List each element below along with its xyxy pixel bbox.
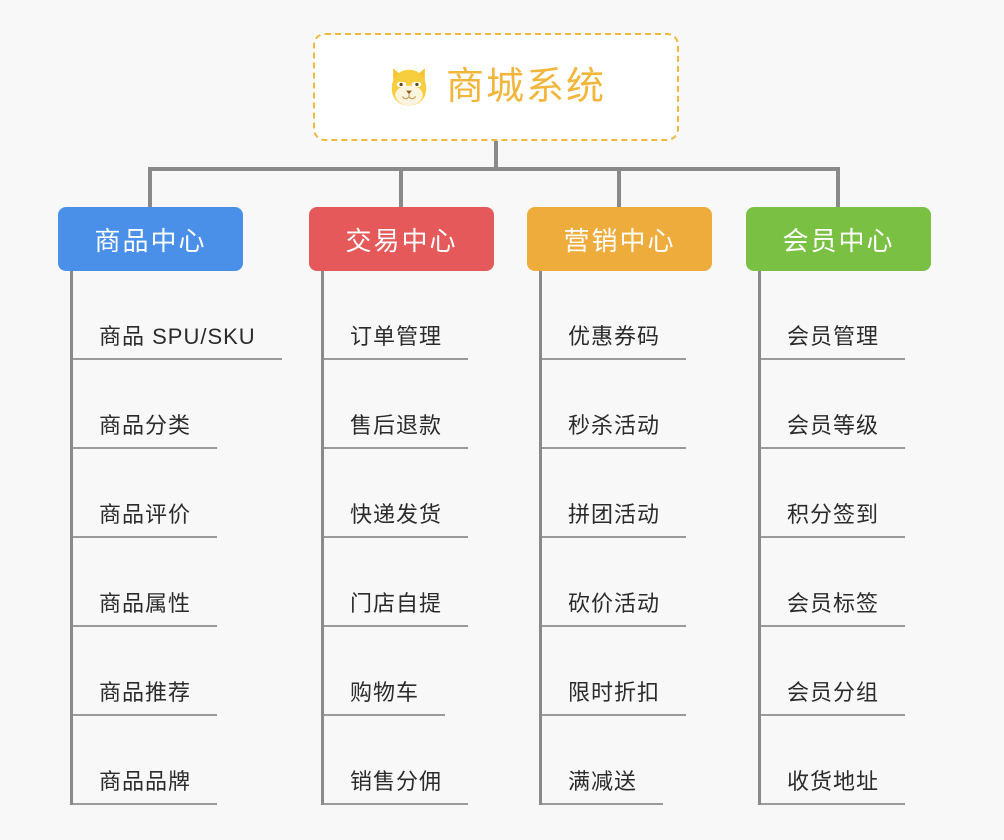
list-item[interactable]: 销售分佣 [324, 716, 494, 805]
list-item[interactable]: 满减送 [542, 716, 712, 805]
leaf-label: 会员标签 [761, 586, 906, 627]
leaf-label: 售后退款 [324, 408, 469, 449]
list-item[interactable]: 商品分类 [73, 360, 243, 449]
leaf-label: 会员管理 [761, 319, 906, 360]
root-title: 商城系统 [445, 66, 606, 108]
leaf-label: 优惠券码 [542, 319, 687, 360]
list-item[interactable]: 会员分组 [761, 627, 931, 716]
leaf-label: 满减送 [542, 764, 664, 805]
list-item[interactable]: 会员标签 [761, 538, 931, 627]
list-item[interactable]: 商品评价 [73, 449, 243, 538]
leaf-label: 购物车 [324, 675, 446, 716]
category-box-member-center[interactable]: 会员中心 [746, 207, 931, 271]
leaf-label: 收货地址 [761, 764, 906, 805]
category-box-marketing-center[interactable]: 营销中心 [527, 207, 712, 271]
list-item[interactable]: 商品 SPU/SKU [73, 271, 282, 360]
connector-drop-1 [148, 167, 152, 207]
leaf-label: 订单管理 [324, 319, 469, 360]
leaf-list-marketing-center: 优惠券码 秒杀活动 拼团活动 砍价活动 限时折扣 满减送 [539, 271, 712, 805]
branch-column-2: 交易中心 订单管理 售后退款 快递发货 门店自提 购物车 销售分佣 [309, 207, 494, 805]
connector-drop-2 [399, 167, 403, 207]
leaf-label: 商品属性 [73, 586, 218, 627]
list-item[interactable]: 订单管理 [324, 271, 494, 360]
list-item[interactable]: 会员管理 [761, 271, 931, 360]
leaf-label: 会员分组 [761, 675, 906, 716]
list-item[interactable]: 门店自提 [324, 538, 494, 627]
branch-column-4: 会员中心 会员管理 会员等级 积分签到 会员标签 会员分组 收货地址 [746, 207, 931, 805]
list-item[interactable]: 会员等级 [761, 360, 931, 449]
list-item[interactable]: 砍价活动 [542, 538, 712, 627]
connector-drop-4 [836, 167, 840, 207]
leaf-label: 会员等级 [761, 408, 906, 449]
root-node[interactable]: 商城系统 [313, 33, 679, 141]
leaf-list-product-center: 商品 SPU/SKU 商品分类 商品评价 商品属性 商品推荐 商品品牌 [70, 271, 282, 805]
leaf-list-member-center: 会员管理 会员等级 积分签到 会员标签 会员分组 收货地址 [758, 271, 931, 805]
branch-column-3: 营销中心 优惠券码 秒杀活动 拼团活动 砍价活动 限时折扣 满减送 [527, 207, 712, 805]
connector-bar [148, 167, 840, 171]
leaf-label: 门店自提 [324, 586, 469, 627]
list-item[interactable]: 限时折扣 [542, 627, 712, 716]
category-box-product-center[interactable]: 商品中心 [58, 207, 243, 271]
list-item[interactable]: 积分签到 [761, 449, 931, 538]
leaf-label: 积分签到 [761, 497, 906, 538]
leaf-label: 商品 SPU/SKU [73, 319, 282, 360]
list-item[interactable]: 商品推荐 [73, 627, 243, 716]
leaf-label: 商品分类 [73, 408, 218, 449]
list-item[interactable]: 商品属性 [73, 538, 243, 627]
leaf-label: 销售分佣 [324, 764, 469, 805]
list-item[interactable]: 优惠券码 [542, 271, 712, 360]
list-item[interactable]: 拼团活动 [542, 449, 712, 538]
dog-face-icon [391, 68, 427, 106]
connector-drop-3 [617, 167, 621, 207]
branch-column-1: 商品中心 商品 SPU/SKU 商品分类 商品评价 商品属性 商品推荐 商品品牌 [58, 207, 282, 805]
category-box-trade-center[interactable]: 交易中心 [309, 207, 494, 271]
leaf-label: 拼团活动 [542, 497, 687, 538]
leaf-label: 快递发货 [324, 497, 469, 538]
list-item[interactable]: 购物车 [324, 627, 494, 716]
leaf-label: 限时折扣 [542, 675, 687, 716]
leaf-label: 商品推荐 [73, 675, 218, 716]
list-item[interactable]: 快递发货 [324, 449, 494, 538]
leaf-list-trade-center: 订单管理 售后退款 快递发货 门店自提 购物车 销售分佣 [321, 271, 494, 805]
connector-stub [494, 141, 498, 169]
list-item[interactable]: 秒杀活动 [542, 360, 712, 449]
list-item[interactable]: 售后退款 [324, 360, 494, 449]
leaf-label: 秒杀活动 [542, 408, 687, 449]
leaf-label: 商品评价 [73, 497, 218, 538]
list-item[interactable]: 商品品牌 [73, 716, 243, 805]
leaf-label: 商品品牌 [73, 764, 218, 805]
leaf-label: 砍价活动 [542, 586, 687, 627]
list-item[interactable]: 收货地址 [761, 716, 931, 805]
